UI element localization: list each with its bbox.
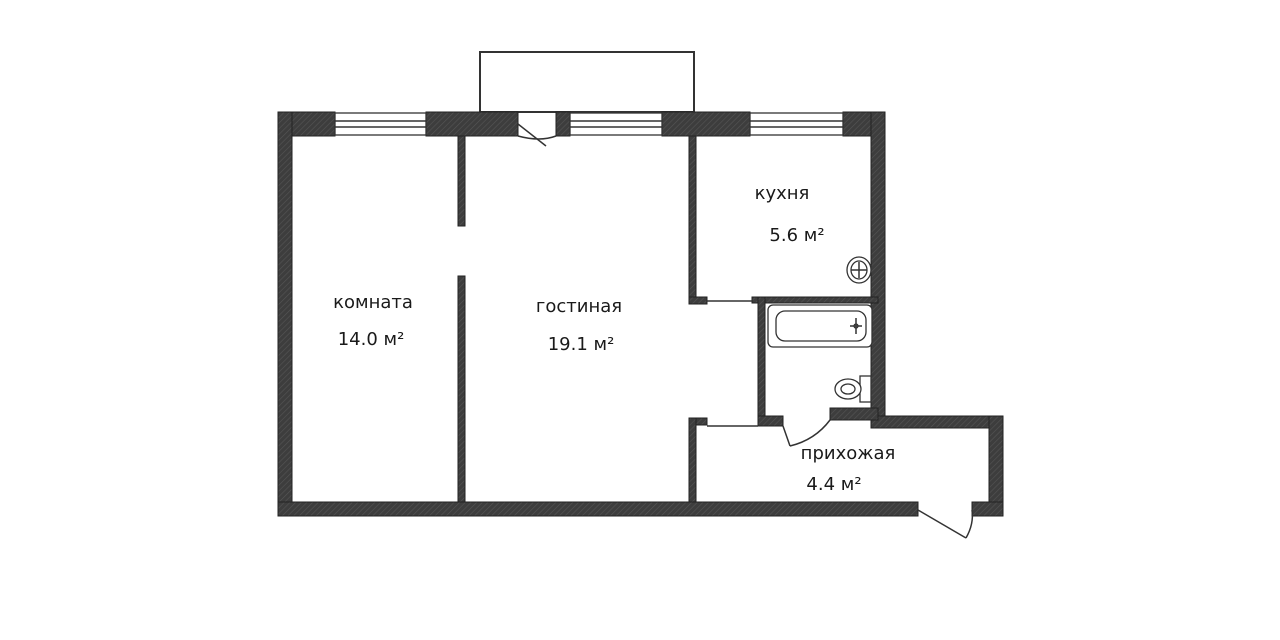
room-area: 4.4 м² (806, 474, 861, 495)
room-area: 14.0 м² (338, 329, 405, 350)
bathtub-icon (767, 304, 873, 348)
room-label-prikhozhaya: прихожая 4.4 м² (801, 443, 896, 495)
balcony-outline (479, 51, 695, 113)
room-name: кухня (755, 183, 810, 204)
windows (334, 112, 844, 136)
door-openings (707, 300, 974, 539)
kitchen-sink-icon (846, 256, 872, 284)
room-name: гостиная (536, 296, 622, 317)
room-label-gostinaya: гостиная 19.1 м² (536, 296, 622, 355)
room-label-komnata: комната 14.0 м² (333, 292, 413, 350)
room-label-kukhnya: кухня 5.6 м² (755, 183, 825, 246)
toilet-icon (834, 375, 872, 403)
interior-walls (457, 135, 879, 503)
balcony-door (517, 123, 557, 147)
room-area: 5.6 м² (769, 225, 824, 246)
outer-walls (277, 111, 1004, 517)
room-name: прихожая (801, 443, 896, 464)
room-name: комната (333, 292, 413, 313)
room-area: 19.1 м² (548, 334, 615, 355)
